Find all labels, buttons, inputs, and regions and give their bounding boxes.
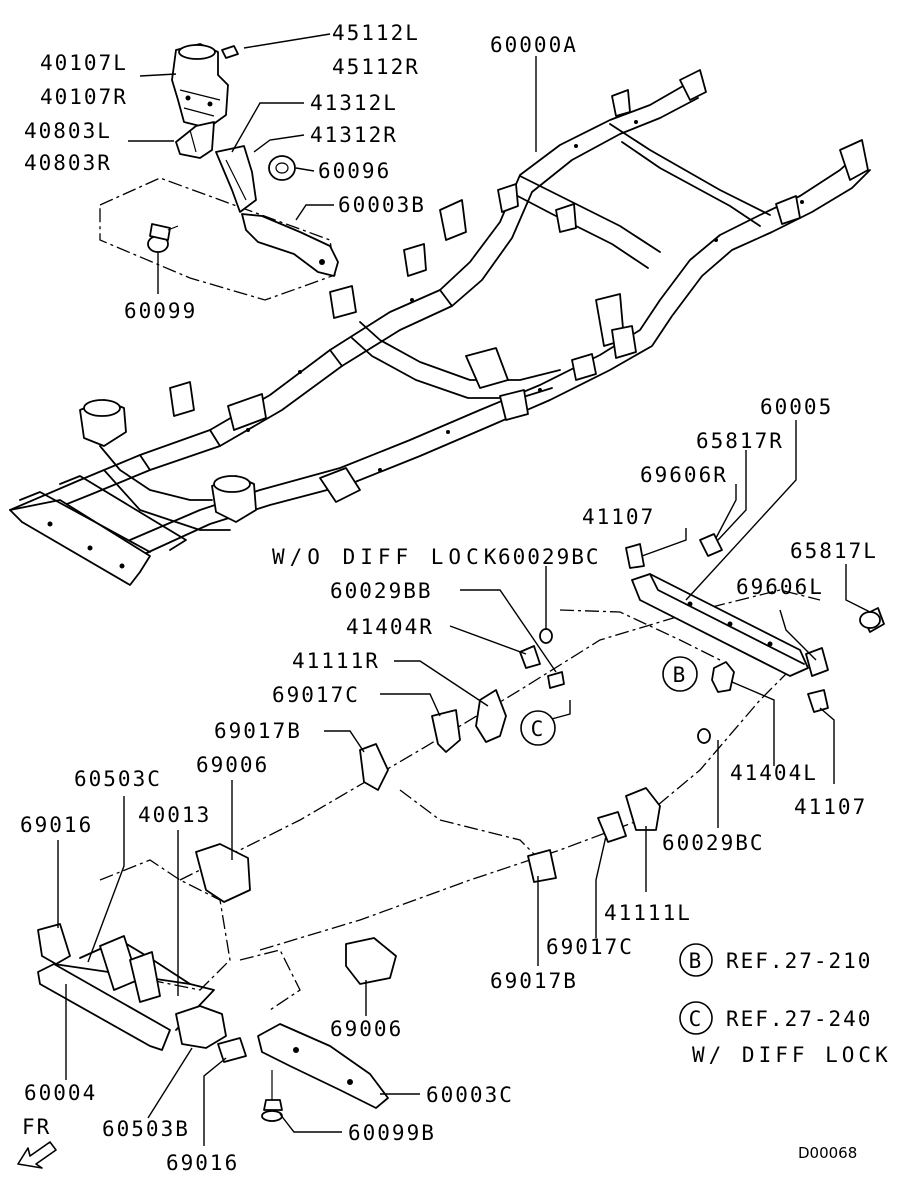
- label-69016-left: 69016: [20, 813, 93, 837]
- label-40107l: 40107L: [40, 51, 128, 75]
- label-60096: 60096: [318, 159, 391, 183]
- label-40803l: 40803L: [24, 119, 112, 143]
- callout-c-letter: C: [531, 717, 546, 741]
- legend-c-text: REF.27-240: [726, 1007, 872, 1031]
- drawing-number: D00068: [798, 1144, 857, 1162]
- label-60005: 60005: [760, 395, 833, 419]
- cap-60029bc-upper: [539, 628, 553, 644]
- label-65817l: 65817L: [790, 539, 878, 563]
- legend-c: C REF.27-240: [679, 1001, 872, 1035]
- bracket-41404r: [519, 645, 541, 669]
- legend: B REF.27-210 C REF.27-240 W/ DIFF LOCK: [679, 943, 892, 1067]
- bracket-69016-right: [217, 1037, 247, 1063]
- bracket-41111l: [625, 787, 661, 831]
- label-40013: 40013: [138, 803, 211, 827]
- label-60099b: 60099B: [348, 1121, 436, 1145]
- legend-c-letter: C: [689, 1007, 704, 1031]
- bumper-65817l: [859, 607, 885, 633]
- label-69017b-lower: 69017B: [490, 969, 578, 993]
- label-45112r: 45112R: [332, 55, 420, 79]
- label-41111r: 41111R: [292, 649, 380, 673]
- bracket-69017c-lower: [597, 811, 627, 843]
- label-41312r: 41312R: [310, 123, 398, 147]
- callout-b: B: [662, 656, 698, 692]
- label-69006-lower: 69006: [330, 1017, 403, 1041]
- bracket-69016-left: [37, 923, 71, 965]
- legend-b-text: REF.27-210: [726, 949, 872, 973]
- legend-b: B REF.27-210: [679, 943, 872, 977]
- label-69606l: 69606L: [736, 575, 824, 599]
- bracket-69006-lower: [345, 937, 397, 985]
- label-69017b-upper: 69017B: [214, 719, 302, 743]
- label-65817r: 65817R: [696, 429, 784, 453]
- bracket-69606r: [699, 533, 723, 557]
- cap-60029bc-lower: [697, 728, 711, 744]
- label-60003c: 60003C: [426, 1083, 514, 1107]
- label-41111l: 41111L: [604, 901, 692, 925]
- label-60029bc-lower: 60029BC: [662, 831, 765, 855]
- bracket-41107-upper: [625, 543, 645, 569]
- bracket-69017b-lower: [527, 849, 557, 883]
- label-69006-upper: 69006: [196, 753, 269, 777]
- bracket-69006-upper: [195, 843, 251, 903]
- label-69017c-upper: 69017C: [272, 683, 360, 707]
- label-wo-diff-lock: W/O DIFF LOCK: [272, 545, 501, 569]
- label-41404l: 41404L: [730, 761, 818, 785]
- bracket-60503b: [175, 1005, 227, 1049]
- crossmember-bracket: [241, 213, 339, 277]
- bracket-41404l: [711, 661, 735, 693]
- label-60000a: 60000A: [490, 33, 578, 57]
- label-41107-upper: 41107: [582, 505, 655, 529]
- callout-c: C: [520, 710, 556, 746]
- mount-stopper: [175, 121, 215, 159]
- bracket-69606l: [805, 647, 829, 677]
- legend-w-diff-lock: W/ DIFF LOCK: [692, 1043, 892, 1067]
- bracket-69017c-upper: [431, 709, 461, 753]
- bracket-41107-lower: [807, 689, 829, 713]
- mount-detail-group: [99, 43, 339, 301]
- exploded-frame-group: [37, 533, 885, 1122]
- bolt-60099b: [261, 1070, 283, 1122]
- front-crossmember: [37, 935, 215, 1051]
- label-69606r: 69606R: [640, 463, 728, 487]
- front-arrow-icon: [17, 1141, 57, 1169]
- frame-bracket: [215, 145, 257, 213]
- bolt: [147, 223, 179, 253]
- callout-b-letter: B: [673, 663, 688, 687]
- label-60503b: 60503B: [102, 1117, 190, 1141]
- label-45112l: 45112L: [332, 21, 420, 45]
- part-labels: 45112L 45112R 40107L 40107R 41312L 41312…: [20, 21, 878, 1175]
- label-41312l: 41312L: [310, 91, 398, 115]
- cap-60029bb: [547, 671, 565, 689]
- label-60503c: 60503C: [74, 767, 162, 791]
- bracket-41111r: [475, 689, 507, 743]
- label-60003b: 60003B: [338, 193, 426, 217]
- crossmember-60003c: [257, 1023, 389, 1109]
- frame-assembly: [9, 69, 871, 586]
- mount-nut: [221, 45, 239, 59]
- front-direction-indicator: FR: [17, 1115, 57, 1169]
- label-40107r: 40107R: [40, 85, 128, 109]
- label-60099: 60099: [124, 299, 197, 323]
- bushing: [268, 155, 296, 181]
- label-69017c-lower: 69017C: [546, 935, 634, 959]
- label-60004: 60004: [24, 1081, 97, 1105]
- rear-crossmember: [631, 573, 809, 677]
- label-40803r: 40803R: [24, 151, 112, 175]
- label-69016-right: 69016: [166, 1151, 239, 1175]
- label-41107-lower: 41107: [794, 795, 867, 819]
- leader-lines: [57, 33, 871, 1146]
- bracket-69017b-upper: [359, 743, 389, 791]
- label-60029bc-upper: 60029BC: [498, 545, 601, 569]
- engine-mount-insulator: [171, 43, 229, 129]
- label-60029bb: 60029BB: [330, 579, 433, 603]
- legend-b-letter: B: [689, 949, 704, 973]
- front-label: FR: [22, 1115, 51, 1139]
- label-41404r: 41404R: [346, 615, 434, 639]
